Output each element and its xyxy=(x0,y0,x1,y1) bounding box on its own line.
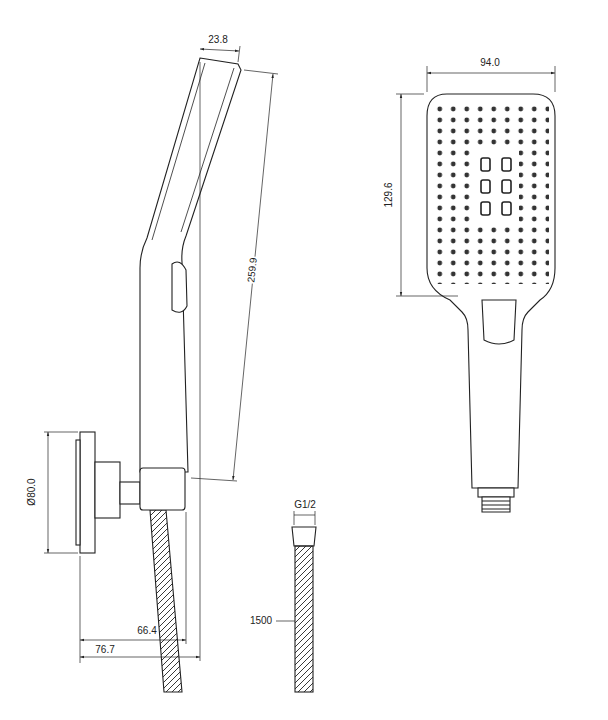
center-nozzles xyxy=(481,158,511,215)
swivel-nut xyxy=(120,482,140,504)
face-line xyxy=(152,63,234,240)
dimension-label: 94.0 xyxy=(479,57,500,69)
leader-line xyxy=(276,621,295,622)
wall-stem xyxy=(95,462,120,518)
dimension-label: 23.8 xyxy=(207,34,228,46)
hose-nut xyxy=(292,527,316,546)
extension-line xyxy=(238,46,240,62)
hose xyxy=(150,510,182,692)
side-view xyxy=(76,58,241,692)
button-side xyxy=(172,262,187,312)
dimension-line xyxy=(200,49,239,51)
dimension-label: Ø80.0 xyxy=(26,477,38,506)
outlet-collar xyxy=(478,488,514,497)
dimension-line xyxy=(233,74,273,480)
dimension-line xyxy=(401,94,402,296)
outlet-thread xyxy=(482,497,510,512)
dimension-line xyxy=(80,640,186,641)
extension-line xyxy=(44,432,78,553)
dimension-line xyxy=(48,432,49,553)
handset-front xyxy=(427,94,555,488)
dimension-line xyxy=(427,73,555,74)
dimension-line xyxy=(294,515,315,516)
dimension-label: 129.6 xyxy=(383,181,395,208)
nozzle-gap xyxy=(475,150,519,222)
dimension-label: 1500 xyxy=(249,615,273,627)
extension-line xyxy=(427,66,555,92)
dimension-label: 66.4 xyxy=(136,625,157,637)
extension-line xyxy=(191,70,278,481)
dimension-line xyxy=(80,657,200,658)
dimension-label: G1/2 xyxy=(293,499,317,511)
extension-line xyxy=(396,94,458,296)
dimension-lines xyxy=(44,46,555,663)
flange-lip xyxy=(76,440,80,545)
dimension-label: 76.7 xyxy=(94,644,115,656)
hose-body xyxy=(295,546,313,692)
extension-line xyxy=(294,511,315,525)
dimension-label: 259.9 xyxy=(246,256,261,284)
holder xyxy=(140,468,185,510)
handset-side xyxy=(140,58,241,472)
button-front xyxy=(482,300,516,344)
front-view xyxy=(427,94,555,512)
nozzle-field xyxy=(433,104,549,284)
loose-hose xyxy=(292,527,316,692)
extension-line xyxy=(80,62,200,663)
wall-flange xyxy=(80,432,95,553)
